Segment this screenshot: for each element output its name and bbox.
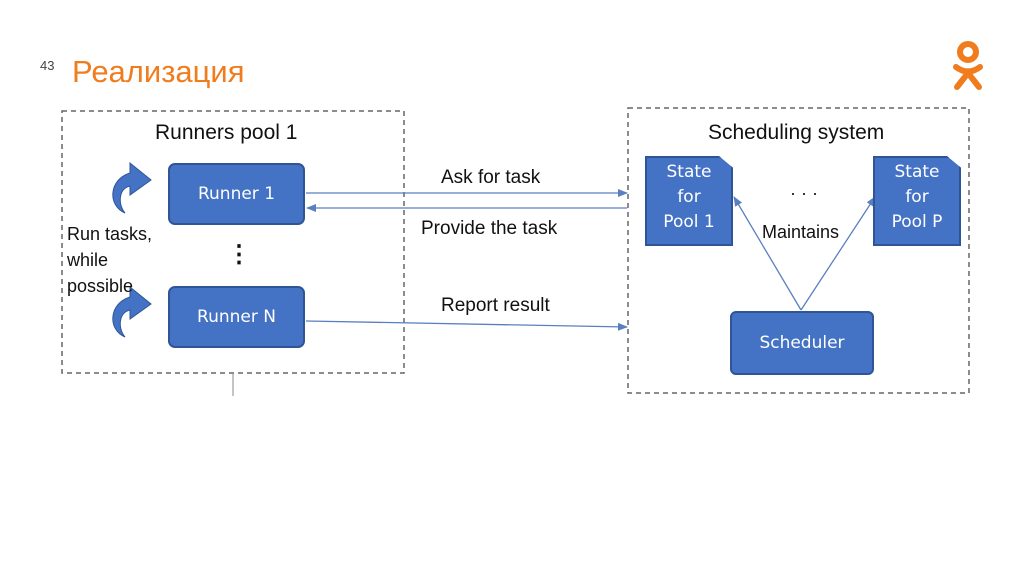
maintains-arrow-pool-1	[733, 196, 802, 311]
scheduler-node: Scheduler	[730, 311, 874, 375]
slide-number: 43	[40, 58, 55, 73]
maintains-label: Maintains	[762, 222, 840, 242]
runners-pool-title: Runners pool 1	[155, 121, 298, 144]
loop-arrow-icon	[112, 161, 152, 214]
odnoklassniki-logo-icon	[953, 41, 983, 90]
state-pool-1-node: State for Pool 1	[645, 156, 733, 246]
scheduling-system-title: Scheduling system	[708, 121, 885, 144]
loop-label: Run tasks, while possible	[67, 224, 153, 296]
maintains-arrow-pool-p	[800, 196, 876, 311]
runners-ellipsis: ⋮	[227, 241, 251, 268]
state-pool-p-node: State for Pool P	[873, 156, 961, 246]
scheduling-system-frame	[627, 107, 970, 394]
report-arrow	[305, 320, 628, 331]
loop-arrow-icon	[112, 285, 152, 338]
provide-task-label: Provide the task	[421, 218, 558, 239]
runner-n-node: Runner N	[168, 286, 305, 348]
slide-title: Реализация	[72, 54, 245, 89]
states-ellipsis: · · ·	[790, 183, 818, 203]
report-result-label: Report result	[441, 295, 550, 316]
ask-for-task-label: Ask for task	[441, 167, 541, 188]
runner-1-node: Runner 1	[168, 163, 305, 225]
